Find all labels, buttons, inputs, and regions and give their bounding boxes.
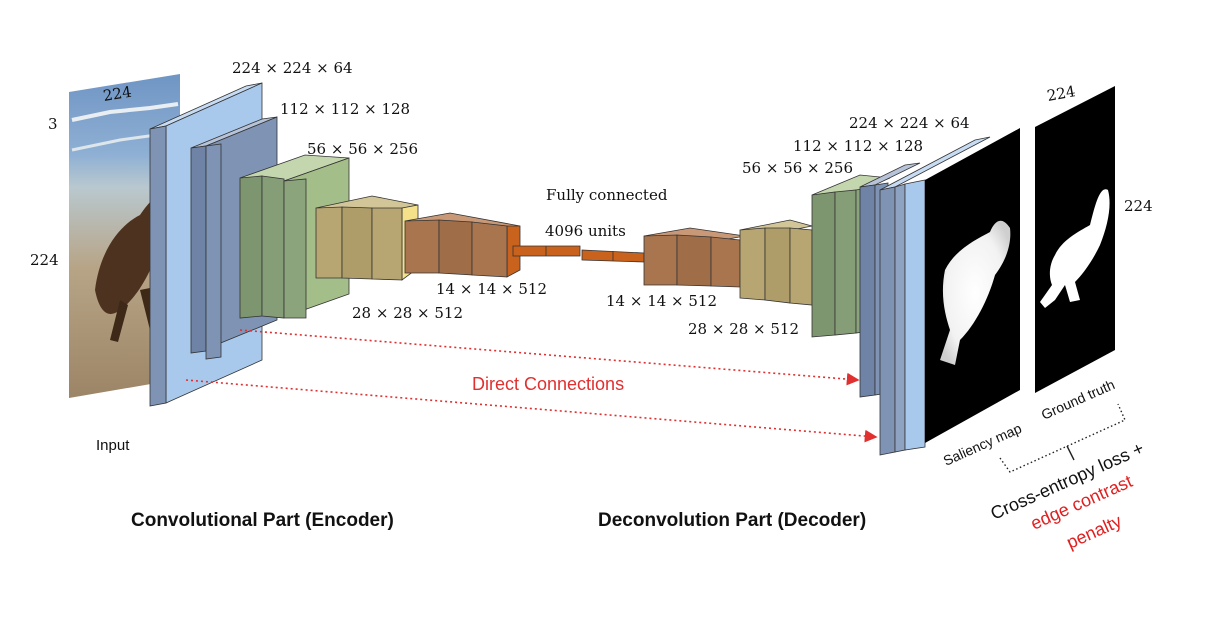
decoder-title: Deconvolution Part (Decoder)	[598, 510, 866, 531]
encoder-stage-4	[315, 195, 419, 281]
input-label: Input	[96, 437, 130, 454]
input-height-label: 224	[30, 251, 59, 269]
ground-truth-image	[1035, 86, 1115, 393]
encoder-title: Convolutional Part (Encoder)	[131, 510, 394, 531]
direct-connections-label: Direct Connections	[472, 374, 624, 394]
loss-bracket	[999, 403, 1126, 473]
saliency-map-image	[925, 128, 1020, 443]
decoder-dim-3: 56 × 56 × 256	[742, 159, 853, 177]
direct-connection-arrows	[185, 329, 878, 443]
gt-height-label: 224	[1124, 197, 1153, 215]
encoder-stage-5	[404, 212, 521, 278]
input-channels-label: 3	[48, 115, 58, 133]
fc-label-line2: 4096 units	[545, 222, 626, 240]
decoder-stage-2	[739, 219, 813, 306]
encoder-dim-5: 14 × 14 × 512	[436, 280, 547, 298]
decoder-stage-5	[879, 136, 991, 456]
gt-width-label: 224	[1046, 82, 1077, 105]
fully-connected-layer	[512, 245, 645, 263]
encoder-dim-4: 28 × 28 × 512	[352, 304, 463, 322]
decoder-dim-1: 14 × 14 × 512	[606, 292, 717, 310]
encoder-dim-2: 112 × 112 × 128	[280, 100, 410, 118]
input-width-label: 224	[102, 83, 133, 105]
encoder-dim-1: 224 × 224 × 64	[232, 59, 353, 77]
decoder-dim-4: 112 × 112 × 128	[793, 137, 923, 155]
fc-label-line1: Fully connected	[546, 186, 668, 204]
decoder-dim-5: 224 × 224 × 64	[849, 114, 970, 132]
encoder-dim-3: 56 × 56 × 256	[307, 140, 418, 158]
decoder-stage-1	[643, 227, 746, 288]
decoder-dim-2: 28 × 28 × 512	[688, 320, 799, 338]
encoder-stage-3	[239, 154, 350, 319]
